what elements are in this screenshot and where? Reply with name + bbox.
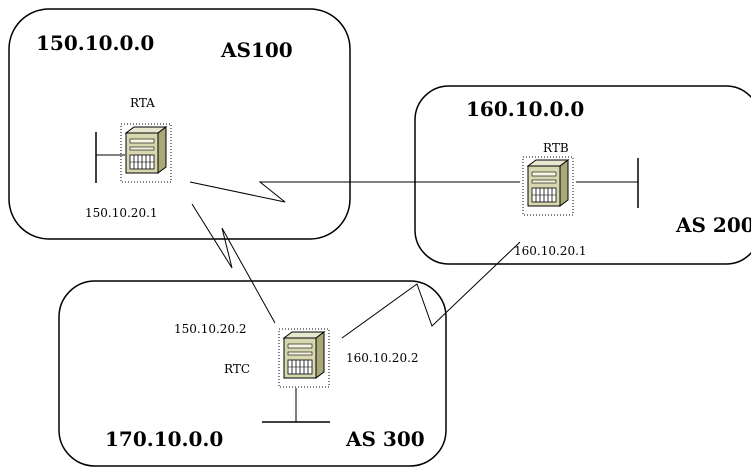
as300-label: AS 300 [345, 427, 425, 451]
as100-boundary [8, 8, 351, 240]
as100-network: 150.10.0.0 [36, 31, 154, 55]
serial-link-rta-rtb [189, 181, 520, 203]
as300-boundary [58, 280, 447, 467]
rtc-interface-ip-to-rta: 150.10.20.2 [174, 322, 247, 336]
rtb-interface-ip: 160.10.20.1 [514, 244, 587, 258]
as300-network: 170.10.0.0 [105, 427, 223, 451]
router-rtb[interactable] [522, 156, 574, 216]
router-rtc[interactable] [278, 328, 330, 388]
router-rtc-label: RTC [224, 362, 250, 376]
as100-label: AS100 [220, 38, 293, 62]
as200-boundary [414, 85, 751, 265]
router-rta-label: RTA [130, 96, 155, 110]
serial-link-rta-rtc [191, 203, 276, 324]
router-rta[interactable] [120, 123, 172, 183]
rtc-interface-ip-to-rtb: 160.10.20.2 [346, 351, 419, 365]
rta-interface-ip: 150.10.20.1 [85, 206, 158, 220]
as200-label: AS 200 [675, 213, 751, 237]
serial-link-rtc-rtb [341, 241, 521, 339]
router-rtb-label: RTB [543, 141, 569, 155]
as200-network: 160.10.0.0 [466, 97, 584, 121]
